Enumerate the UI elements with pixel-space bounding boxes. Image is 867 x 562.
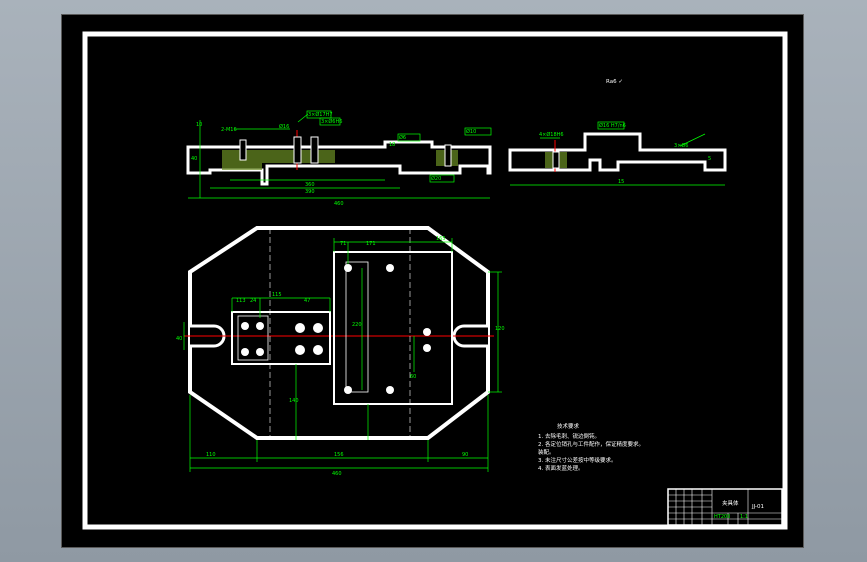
front-callout-2: Ø16 — [279, 123, 289, 130]
title-block-part-name: 夹具体 — [722, 499, 739, 507]
hole-lb-6 — [313, 323, 323, 333]
hole-pin-2 — [423, 344, 431, 352]
side-dim-15: 15 — [618, 179, 624, 185]
drawing-border — [82, 31, 788, 530]
plan-dim-vert-3: 140 — [289, 398, 299, 404]
plan-dim-top-1: 71 — [340, 241, 346, 247]
front-callout-6: Ø10 — [466, 128, 476, 135]
tech-req-item-4: 3. 未注尺寸公差按中等级要求。 — [538, 456, 617, 464]
plan-dim-inner-1: 113 — [236, 298, 246, 304]
front-callout-5: Ø6 — [399, 134, 406, 141]
plan-dim-vert-1: 220 — [352, 322, 362, 328]
front-hole-3 — [239, 139, 247, 161]
front-dim-10: 10 — [196, 122, 202, 128]
title-block-drawing-no: JJ-01 — [751, 504, 764, 510]
plan-dim-bottom-4: 90 — [462, 452, 468, 458]
plan-dim-vert-4: 60 — [410, 374, 416, 380]
plan-holes — [241, 264, 431, 394]
title-block-grid — [668, 489, 782, 525]
hole-lb-2 — [256, 322, 264, 330]
plan-dim-top-3: 165 — [436, 236, 446, 242]
hole-lb-4 — [256, 348, 264, 356]
tech-req-item-3: 装配。 — [538, 448, 555, 456]
front-callout-1: 2-M16 — [221, 127, 237, 133]
drawing-sheet — [61, 14, 804, 548]
plan-right-block-slot — [345, 261, 369, 393]
front-section-hatch — [222, 150, 335, 170]
front-dim-height: 40 — [191, 156, 197, 162]
front-dim-390: 390 — [305, 189, 315, 195]
hole-lb-8 — [313, 345, 323, 355]
front-hole-2 — [310, 136, 319, 164]
plan-dim-bottom-2: 156 — [334, 452, 344, 458]
hole-lb-1 — [241, 322, 249, 330]
title-block-scale: 1:1 — [740, 514, 748, 520]
plan-dim-bottom-3: 460 — [332, 471, 342, 477]
front-dim-18: 18 — [389, 142, 395, 148]
hole-rb-1 — [344, 264, 352, 272]
title-block: 夹具体 JJ-01 HT200 1:1 — [667, 488, 783, 526]
plan-view: 71 171 165 113 24 115 47 220 120 140 60 … — [176, 226, 505, 477]
tech-req-item-1: 1. 去除毛刺、锐边倒钝。 — [538, 432, 600, 440]
tech-requirements: 技术要求 1. 去除毛刺、锐边倒钝。 2. 各定位销孔与工件配作，保证精度要求。… — [538, 422, 644, 472]
side-callout-3: 3×Ø6 — [674, 142, 689, 149]
hole-rb-4 — [386, 386, 394, 394]
title-block-material: HT200 — [714, 514, 730, 520]
hole-rb-3 — [344, 386, 352, 394]
side-callout-1: 4×Ø18H6 — [539, 131, 564, 138]
roughness-note: Ra6 ✓ — [606, 79, 623, 85]
front-hole-4 — [444, 144, 452, 167]
tech-req-item-2: 2. 各定位销孔与工件配作，保证精度要求。 — [538, 440, 644, 448]
plan-base-outline — [188, 226, 490, 440]
hole-lb-5 — [295, 323, 305, 333]
front-dim-460: 460 — [334, 201, 344, 207]
side-callout-2: Ø16 H7/n6 — [599, 122, 626, 129]
tech-req-item-5: 4. 表面发蓝处理。 — [538, 464, 584, 472]
front-callout-4: 3×Ø6H6 — [321, 118, 342, 125]
hole-rb-2 — [386, 264, 394, 272]
sheet-outer-line — [61, 14, 804, 548]
side-view-outline — [508, 132, 727, 172]
plan-dim-inner-2: 24 — [250, 298, 256, 304]
side-hole-1 — [552, 151, 560, 169]
hole-pin-1 — [423, 328, 431, 336]
plan-dim-inner-3: 115 — [272, 292, 282, 298]
hole-lb-7 — [295, 345, 305, 355]
front-section-view: 2-M16 Ø16 3×Ø17H7 3×Ø6H6 Ø6 Ø10 Ø20 40 3… — [186, 110, 492, 207]
front-callouts — [188, 110, 492, 199]
hole-lb-3 — [241, 348, 249, 356]
front-dim-360: 360 — [305, 182, 315, 188]
plan-dim-vert-2: 120 — [495, 326, 505, 332]
plan-dimension-lines — [183, 238, 502, 472]
tech-req-title: 技术要求 — [557, 422, 580, 430]
front-callout-3: 3×Ø17H7 — [308, 111, 333, 118]
plan-dim-inner-4: 47 — [304, 298, 310, 304]
plan-dim-bottom-1: 110 — [206, 452, 216, 458]
plan-dim-top-2: 171 — [366, 241, 376, 247]
plan-left-block-inner — [237, 315, 269, 361]
plan-dim-vert-5: 40 — [176, 336, 182, 342]
plan-right-block — [333, 251, 453, 405]
side-callouts — [510, 121, 725, 186]
plan-left-block — [231, 311, 331, 365]
front-hole-1 — [293, 136, 302, 164]
side-dim-5: 5 — [708, 156, 711, 162]
side-section-view: 4×Ø18H6 Ø16 H7/n6 3×Ø6 5 15 — [508, 121, 727, 186]
front-callout-7: Ø20 — [431, 175, 441, 182]
